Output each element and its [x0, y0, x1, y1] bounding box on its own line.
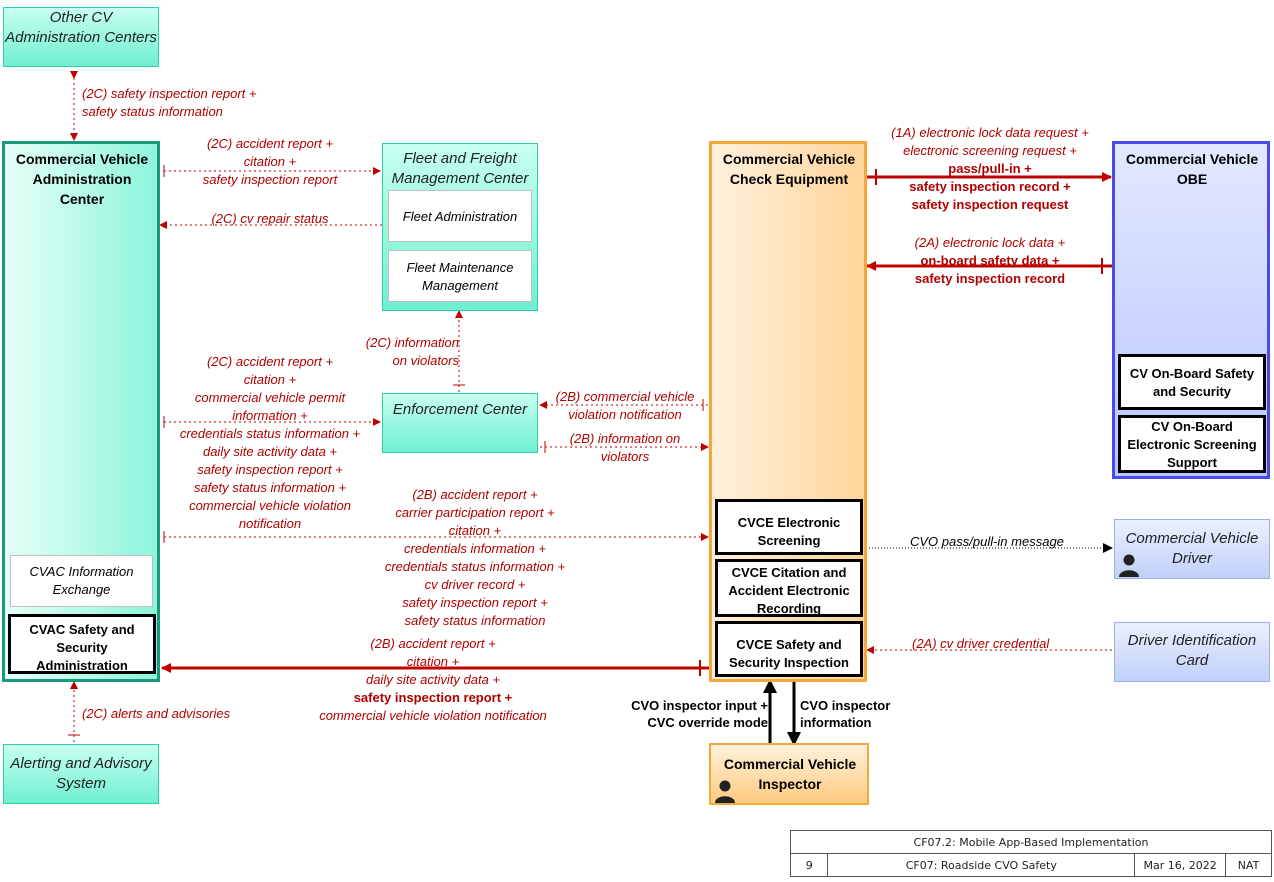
- enforcement-center-label: Enforcement Center: [392, 401, 528, 418]
- cv-obe-label: Commercial Vehicle OBE: [1125, 151, 1259, 187]
- cv-inspector-label: Commercial Vehicle Inspector: [723, 756, 857, 792]
- obe-screening-box[interactable]: CV On-Board Electronic Screening Support: [1118, 415, 1266, 473]
- person-icon: [1119, 554, 1139, 577]
- cv-driver-label: Commercial Vehicle Driver: [1125, 530, 1259, 567]
- cvce-screening-box[interactable]: CVCE Electronic Screening: [715, 499, 863, 555]
- enforcement-center-node[interactable]: Enforcement Center: [382, 393, 538, 453]
- flow-label-cvac-to-fleet: (2C) accident report +citation +safety i…: [202, 136, 338, 187]
- person-icon: [715, 780, 735, 803]
- cvac-label: Commercial Vehicle Administration Center: [15, 151, 149, 207]
- cvce-screening-label: CVCE Electronic Screening: [737, 515, 841, 548]
- obe-safety-label: CV On-Board Safety and Security: [1129, 366, 1255, 399]
- fleet-maint-label: Fleet Maintenance Management: [406, 260, 514, 293]
- cvce-citation-box[interactable]: CVCE Citation and Accident Electronic Re…: [715, 559, 863, 617]
- fleet-maint-box[interactable]: Fleet Maintenance Management: [388, 250, 532, 302]
- flow-label-inspector-input: CVO inspector input +CVC override mode: [631, 698, 768, 730]
- cvce-safety-box[interactable]: CVCE Safety and Security Inspection: [715, 621, 863, 677]
- cvce-node[interactable]: Commercial Vehicle Check Equipment CVCE …: [709, 141, 867, 682]
- flow-label-cvce-to-cvac: (2B) accident report + citation + daily …: [319, 636, 547, 723]
- cv-driver-node[interactable]: Commercial Vehicle Driver: [1114, 519, 1270, 579]
- footer-scope: NAT: [1225, 853, 1272, 877]
- fleet-freight-node[interactable]: Fleet and Freight Management Center Flee…: [382, 143, 538, 311]
- cv-obe-node[interactable]: Commercial Vehicle OBE CV On-Board Safet…: [1112, 141, 1270, 479]
- fleet-admin-box[interactable]: Fleet Administration: [388, 190, 532, 242]
- cvac-info-exchange-box[interactable]: CVAC Information Exchange: [10, 555, 153, 607]
- cvac-info-exchange-label: CVAC Information Exchange: [29, 564, 134, 597]
- fleet-admin-label: Fleet Administration: [402, 209, 518, 224]
- flow-label-alerting: (2C) alerts and advisories: [82, 706, 231, 721]
- cvac-safety-security-box[interactable]: CVAC Safety and Security Administration: [8, 614, 156, 674]
- cvac-safety-security-label: CVAC Safety and Security Administration: [29, 622, 135, 673]
- cvce-safety-label: CVCE Safety and Security Inspection: [729, 637, 849, 670]
- cvac-node[interactable]: Commercial Vehicle Administration Center…: [2, 141, 160, 682]
- alerting-advisory-node[interactable]: Alerting and Advisory System: [3, 744, 159, 804]
- footer-title: CF07.2: Mobile App-Based Implementation: [790, 830, 1272, 854]
- flow-label-card-to-cvce: (2A) cv driver credential: [912, 636, 1050, 651]
- cv-inspector-node[interactable]: Commercial Vehicle Inspector: [709, 743, 869, 805]
- flow-label-cvac-to-cvce: (2B) accident report +carrier participat…: [384, 487, 566, 628]
- other-cv-admin-centers-node[interactable]: Other CV Administration Centers: [3, 7, 159, 67]
- obe-safety-box[interactable]: CV On-Board Safety and Security: [1118, 354, 1266, 410]
- flow-label-other-cv: (2C) safety inspection report +safety st…: [82, 86, 257, 119]
- footer-date: Mar 16, 2022: [1134, 853, 1227, 877]
- driver-id-card-label: Driver Identification Card: [1127, 632, 1257, 669]
- flow-label-cvac-to-enf: (2C) accident report +citation +commerci…: [179, 354, 361, 531]
- fleet-freight-label: Fleet and Freight Management Center: [391, 150, 529, 187]
- cvce-label: Commercial Vehicle Check Equipment: [722, 151, 856, 187]
- footer-name: CF07: Roadside CVO Safety: [827, 853, 1136, 877]
- cvce-citation-label: CVCE Citation and Accident Electronic Re…: [728, 565, 850, 616]
- flow-label-obe-to-cvce: (2A) electronic lock data + on-board saf…: [914, 235, 1066, 286]
- driver-id-card-node[interactable]: Driver Identification Card: [1114, 622, 1270, 682]
- obe-screening-label: CV On-Board Electronic Screening Support: [1127, 419, 1257, 470]
- flow-label-cvce-to-driver: CVO pass/pull-in message: [910, 534, 1064, 549]
- footer-page: 9: [789, 853, 829, 877]
- footer-title-block: CF07.2: Mobile App-Based Implementation …: [789, 830, 1272, 877]
- flow-label-fleet-to-cvac: (2C) cv repair status: [211, 211, 329, 226]
- flow-label-cvce-to-obe: (1A) electronic lock data request + elec…: [891, 125, 1089, 212]
- other-cv-admin-centers-label: Other CV Administration Centers: [5, 9, 157, 46]
- alerting-advisory-label: Alerting and Advisory System: [10, 755, 152, 792]
